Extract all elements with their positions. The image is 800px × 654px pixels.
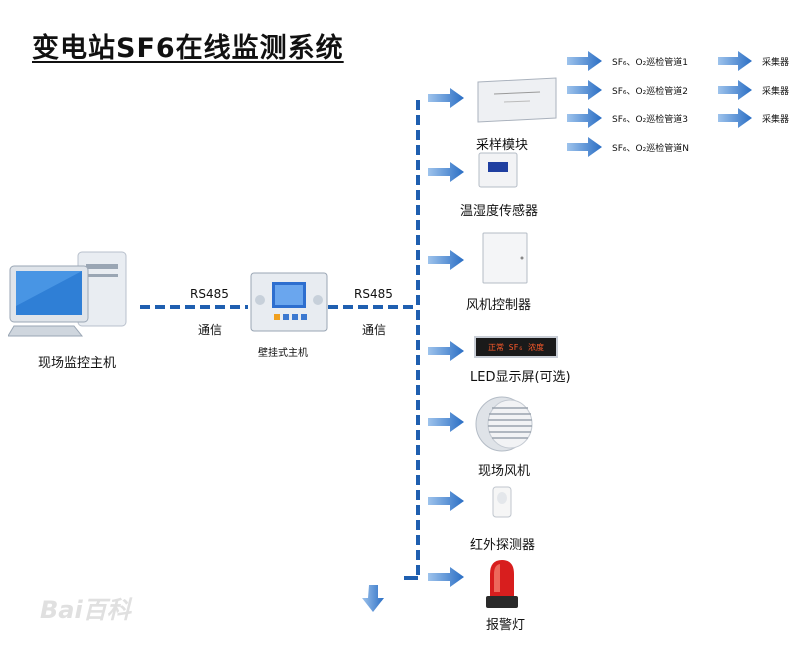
- arrow-icon: [428, 491, 464, 511]
- fan-icon: [475, 396, 533, 452]
- arrow-icon: [718, 80, 752, 100]
- collector-label: 采集器: [762, 87, 790, 97]
- computer-icon: [7, 251, 127, 337]
- link-right-caption: 通信: [362, 323, 387, 337]
- onsite-fan-label: 现场风机: [478, 464, 531, 479]
- arrow-icon: [567, 51, 602, 71]
- alarm-light: [484, 558, 520, 610]
- arrow-icon: [428, 162, 464, 182]
- ir-detector: [492, 486, 512, 518]
- arrow-icon: [718, 51, 752, 71]
- pipe-label: SF₆、O₂巡检管道2: [612, 87, 688, 97]
- pipe-label: SF₆、O₂巡检管道N: [612, 144, 689, 154]
- link-left-protocol: RS485: [190, 287, 229, 301]
- arrow-icon: [567, 108, 602, 128]
- arrow-icon: [428, 567, 464, 587]
- led-display: 正常 SF₆ 浓度: [474, 336, 558, 358]
- led-display-label: LED显示屏(可选): [470, 370, 571, 385]
- collector-label: 采集器: [762, 115, 790, 125]
- arrow-icon: [428, 341, 464, 361]
- link-left-caption: 通信: [198, 323, 223, 337]
- led-display-screen: 正常 SF₆ 浓度: [474, 336, 558, 358]
- ir-detector-icon: [492, 486, 512, 518]
- sampling-module-label: 采样模块: [476, 138, 529, 153]
- collector-label: 采集器: [762, 58, 790, 68]
- alarm-light-label: 报警灯: [486, 618, 526, 633]
- watermark-logo: Bai百科: [40, 596, 131, 624]
- alarm-light-icon: [486, 560, 518, 608]
- arrow-icon: [428, 412, 464, 432]
- fan-controller-label: 风机控制器: [466, 298, 532, 313]
- arrow-icon: [567, 80, 602, 100]
- controller-box-icon: [482, 232, 528, 284]
- wall-mounted-host: [250, 272, 328, 332]
- page-title: 变电站SF6在线监测系统: [32, 33, 344, 64]
- sampling-module: [474, 76, 560, 124]
- wall-host-label: 壁挂式主机: [258, 348, 308, 359]
- arrow-icon: [567, 137, 602, 157]
- monitor-host-label: 现场监控主机: [38, 356, 117, 371]
- ir-detector-label: 红外探测器: [470, 538, 536, 553]
- link-right-protocol: RS485: [354, 287, 393, 301]
- fan-controller: [482, 232, 528, 284]
- arrow-icon: [718, 108, 752, 128]
- arrow-icon: [362, 585, 384, 612]
- onsite-fan: [474, 396, 538, 452]
- led-display-text: 正常 SF₆ 浓度: [487, 342, 545, 352]
- temp-humidity-sensor-label: 温湿度传感器: [460, 204, 539, 219]
- sampling-module-icon: [477, 77, 557, 123]
- pipe-label: SF₆、O₂巡检管道3: [612, 115, 688, 125]
- wall-host-device-icon: [250, 272, 328, 332]
- arrow-icon: [428, 88, 464, 108]
- sensor-icon: [478, 152, 518, 188]
- monitor-host-computer: [7, 248, 138, 338]
- temp-humidity-sensor: [478, 152, 518, 188]
- pipe-label: SF₆、O₂巡检管道1: [612, 58, 688, 68]
- arrow-icon: [428, 250, 464, 270]
